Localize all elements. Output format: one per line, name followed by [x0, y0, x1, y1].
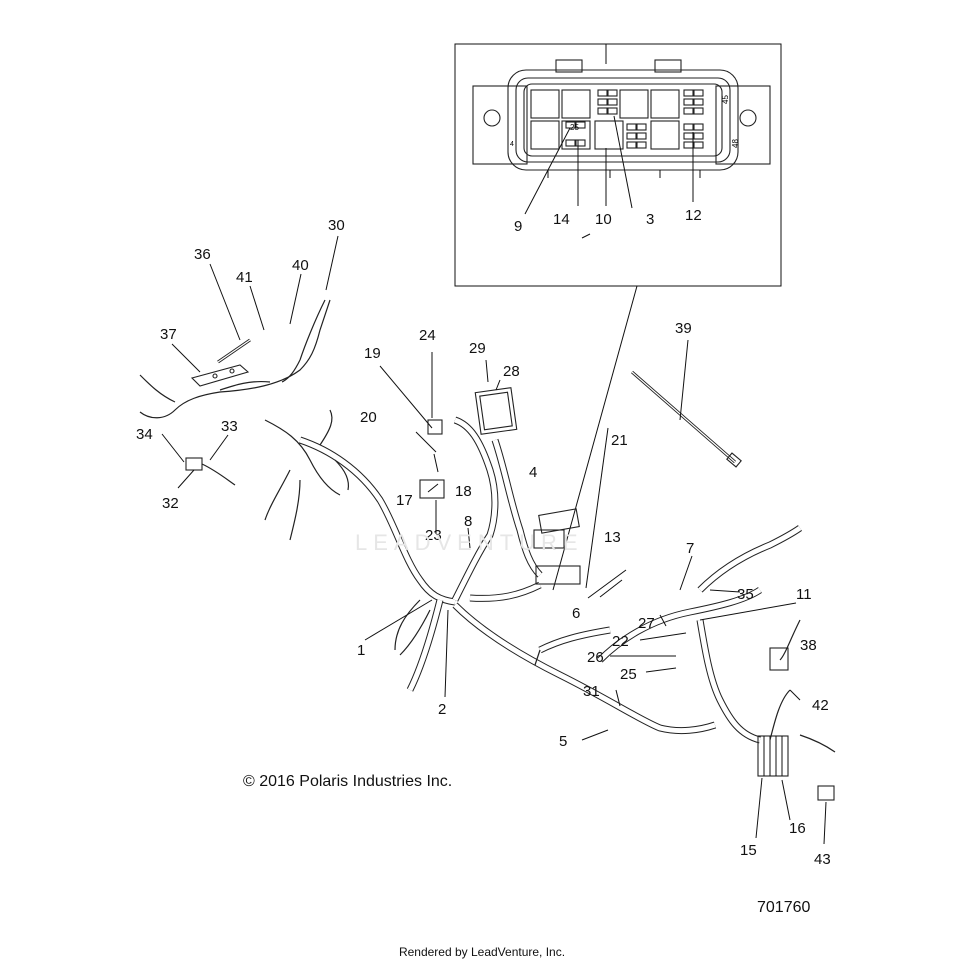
sensor-38 — [769, 619, 801, 671]
callout-11: 11 — [796, 586, 812, 603]
main-harness — [298, 416, 803, 744]
callout-25: 25 — [620, 666, 637, 683]
front-harness — [264, 409, 431, 656]
callout-19: 19 — [364, 345, 381, 362]
callout-30: 30 — [328, 217, 345, 234]
pin-label-48: 48 — [731, 139, 740, 148]
callout-38: 38 — [800, 637, 817, 654]
callout-36: 36 — [194, 246, 211, 263]
callout-17: 17 — [396, 492, 413, 509]
fuse-box-4 — [533, 508, 580, 549]
callout-4: 4 — [529, 464, 537, 481]
callout-1: 1 — [357, 642, 365, 659]
callout-10: 10 — [595, 211, 612, 228]
callout-42: 42 — [812, 697, 829, 714]
sensor-36 — [217, 338, 251, 364]
cable-42 — [769, 689, 836, 753]
pin-label-25: 25 — [570, 123, 579, 132]
watermark: LEADVENTURE — [355, 530, 584, 555]
connector-43 — [817, 785, 835, 801]
relay-box — [535, 565, 581, 585]
callout-14: 14 — [553, 211, 570, 228]
diagram-number: 701760 — [757, 899, 811, 916]
rear-harness — [139, 299, 331, 419]
callout-5: 5 — [559, 733, 567, 750]
callout-27: 27 — [638, 615, 655, 632]
callout-26: 26 — [587, 649, 604, 666]
copyright-notice: © 2016 Polaris Industries Inc. — [243, 773, 453, 790]
callout-2: 2 — [438, 701, 446, 718]
callout-35: 35 — [737, 586, 754, 603]
callout-16: 16 — [789, 820, 806, 837]
callout-3: 3 — [646, 211, 654, 228]
sensor-39 — [631, 370, 742, 468]
callout-31: 31 — [583, 683, 600, 700]
callout-32: 32 — [162, 495, 179, 512]
bracket-37 — [190, 364, 250, 387]
callout-33: 33 — [221, 418, 238, 435]
connector-detail-inset: 25 45 48 4 — [454, 43, 782, 591]
callout-29: 29 — [469, 340, 486, 357]
callout-40: 40 — [292, 257, 309, 274]
callout-43: 43 — [814, 851, 831, 868]
pin-label-4: 4 — [510, 141, 514, 148]
callout-39: 39 — [675, 320, 692, 337]
sensor-32 — [185, 457, 236, 486]
callout-41: 41 — [236, 269, 253, 286]
callout-15: 15 — [740, 842, 757, 859]
callout-12: 12 — [685, 207, 702, 224]
callout-34: 34 — [136, 426, 153, 443]
callout-6: 6 — [572, 605, 580, 622]
render-credit: Rendered by LeadVenture, Inc. — [398, 945, 566, 959]
callout-22: 22 — [612, 633, 629, 650]
callout-leaders — [161, 235, 827, 845]
ecu-28 — [474, 387, 518, 435]
voltage-regulator-15 — [757, 735, 789, 777]
callout-7: 7 — [686, 540, 694, 557]
callout-18: 18 — [455, 483, 472, 500]
callout-9: 9 — [514, 218, 522, 235]
callout-23: 23 — [425, 527, 442, 544]
callout-28: 28 — [503, 363, 520, 380]
pin-label-45: 45 — [721, 95, 730, 104]
callout-21: 21 — [611, 432, 628, 449]
callout-24: 24 — [419, 327, 436, 344]
callout-13: 13 — [604, 529, 621, 546]
callout-8: 8 — [464, 513, 472, 530]
callout-labels: 1 2 3 4 5 6 7 8 9 10 11 12 13 14 15 16 1… — [136, 207, 831, 868]
bracket-24 — [427, 419, 443, 435]
relay-18 — [419, 479, 445, 499]
callout-20: 20 — [360, 409, 377, 426]
callout-37: 37 — [160, 326, 177, 343]
